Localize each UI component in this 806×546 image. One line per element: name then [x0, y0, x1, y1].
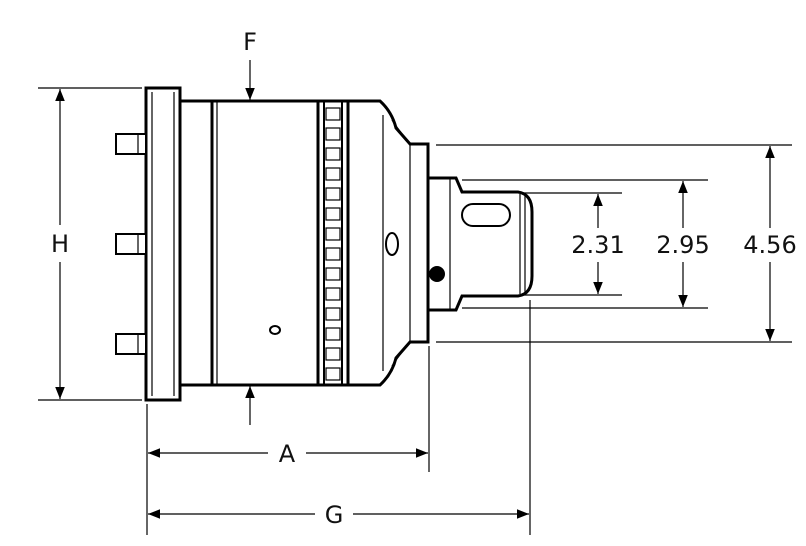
part-body — [115, 86, 534, 402]
label-h: H — [51, 230, 69, 258]
dimension-labels: F H A G 2.31 2.95 4.56 — [51, 28, 797, 529]
set-screw — [429, 266, 445, 282]
knurl-tooth — [325, 107, 341, 121]
body-hole — [269, 325, 281, 335]
knurl-tooth — [325, 327, 341, 341]
knurl-tooth — [325, 187, 341, 201]
knurl-tooth — [325, 267, 341, 281]
label-g: G — [325, 501, 344, 529]
knurl-tooth — [325, 307, 341, 321]
label-dim-outer: 4.56 — [743, 231, 796, 259]
main-housing — [178, 99, 320, 387]
flange — [144, 86, 182, 402]
knurl-tooth — [325, 367, 341, 381]
knurl-tooth — [325, 207, 341, 221]
label-f: F — [243, 28, 257, 56]
knurl-tooth — [325, 167, 341, 181]
knurl-tooth — [325, 127, 341, 141]
dimension-lines — [38, 60, 792, 535]
knurl-tooth — [325, 287, 341, 301]
knurl-tooth — [325, 227, 341, 241]
shank — [426, 176, 534, 312]
label-a: A — [279, 440, 296, 468]
label-dim-middle: 2.95 — [656, 231, 709, 259]
knurled-ring — [316, 99, 350, 387]
knurl-tooth — [325, 347, 341, 361]
flange-studs — [115, 133, 147, 355]
knurl-tooth — [325, 147, 341, 161]
shank-slot — [461, 203, 511, 227]
label-dim-inner: 2.31 — [571, 231, 624, 259]
knurl-tooth — [325, 247, 341, 261]
